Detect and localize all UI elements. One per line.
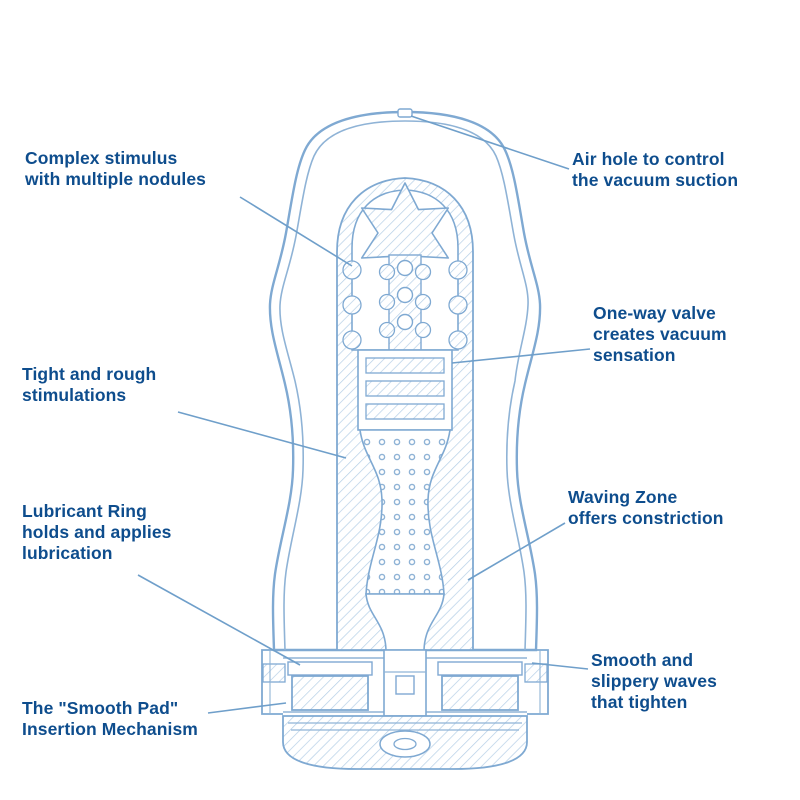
label-line: Air hole to control xyxy=(572,149,725,169)
label-line: sensation xyxy=(593,345,676,365)
smooth-pad-right xyxy=(441,675,519,711)
label-line: slippery waves xyxy=(591,671,717,691)
leader-line-smooth-pad xyxy=(207,702,287,714)
air-hole-notch xyxy=(397,108,413,118)
leader-line-smooth-waves xyxy=(531,662,589,670)
valve-rib-zone xyxy=(357,349,453,431)
base-assembly xyxy=(261,649,549,717)
bottom-cap xyxy=(282,715,528,770)
lubricant-ring-left xyxy=(261,649,283,715)
label-line: Tight and rough xyxy=(22,364,157,384)
lubricant-ring-right xyxy=(527,649,549,715)
label-line: One-way valve xyxy=(593,303,716,323)
label-one-way-valve: One-way valve creates vacuum sensation xyxy=(593,303,727,366)
leader-line-complex-stimulus xyxy=(239,196,353,267)
label-line: Smooth and xyxy=(591,650,694,670)
leader-line-air-hole xyxy=(410,115,570,170)
label-line: creates vacuum xyxy=(593,324,727,344)
label-line: holds and applies xyxy=(22,522,172,542)
leader-line-tight-rough xyxy=(177,411,347,459)
leader-lines xyxy=(137,115,591,714)
label-lubricant-ring: Lubricant Ring holds and applies lubrica… xyxy=(22,501,172,564)
label-line: lubrication xyxy=(22,543,113,563)
label-smooth-waves: Smooth and slippery waves that tighten xyxy=(591,650,717,713)
inner-sleeve xyxy=(336,177,474,651)
smooth-pad-left xyxy=(291,675,369,711)
label-line: offers constriction xyxy=(568,508,724,528)
label-line: Complex stimulus xyxy=(25,148,178,168)
label-line: the vacuum suction xyxy=(572,170,739,190)
label-line: with multiple nodules xyxy=(25,169,206,189)
label-tight-rough: Tight and rough stimulations xyxy=(22,364,156,406)
leader-line-one-way-valve xyxy=(451,348,591,364)
label-line: Lubricant Ring xyxy=(22,501,147,521)
leader-line-lubricant-ring xyxy=(137,574,301,666)
label-complex-stimulus: Complex stimulus with multiple nodules xyxy=(25,148,206,190)
wall-nodules xyxy=(342,260,468,350)
label-air-hole: Air hole to control the vacuum suction xyxy=(572,149,738,191)
column-holes xyxy=(396,259,414,331)
label-line: Insertion Mechanism xyxy=(22,719,198,739)
label-waving-zone: Waving Zone offers constriction xyxy=(568,487,724,529)
label-line: Waving Zone xyxy=(568,487,678,507)
column-bumps xyxy=(378,263,432,339)
label-smooth-pad: The "Smooth Pad" Insertion Mechanism xyxy=(22,698,198,740)
label-line: that tighten xyxy=(591,692,688,712)
leader-line-waving-zone xyxy=(467,522,566,581)
label-line: The "Smooth Pad" xyxy=(22,698,179,718)
label-line: stimulations xyxy=(22,385,127,405)
